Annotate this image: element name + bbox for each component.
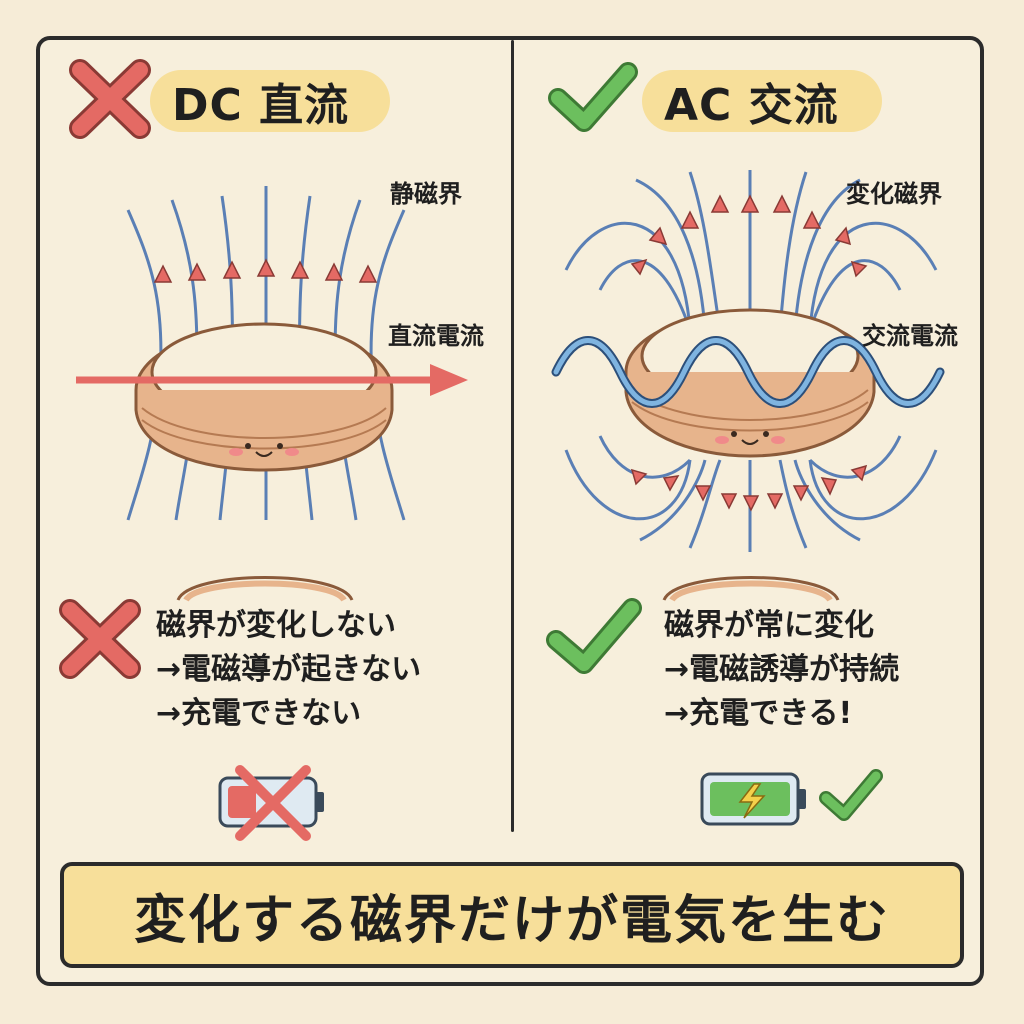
- ac-battery-check-icon: [819, 769, 883, 821]
- dc-note-line: 磁界が変化しない: [156, 608, 396, 643]
- dc-small-coil: [176, 576, 354, 603]
- dc-field-label: 静磁界: [390, 180, 462, 208]
- ac-note-check-icon: [546, 598, 642, 674]
- ac-current-wave: [551, 336, 945, 408]
- ac-small-coil: [662, 576, 840, 603]
- outer-frame: [36, 36, 984, 986]
- dc-battery-icon: [218, 765, 324, 841]
- dc-title: DC 直流: [150, 70, 390, 132]
- ac-field-arrows: [630, 194, 868, 512]
- ac-battery-icon: [700, 772, 806, 826]
- dc-notes: 磁界が変化しない →電磁導が起きない →充電できない: [156, 604, 421, 736]
- dc-current-arrow: [76, 364, 468, 396]
- dc-title-cross-icon: [69, 59, 151, 139]
- dc-current-label: 直流電流: [388, 322, 484, 350]
- ac-notes: 磁界が常に変化 →電磁誘導が持続 →充電できる!: [664, 604, 899, 736]
- ac-coil: [624, 308, 876, 458]
- bottom-banner: 変化する磁界だけが電気を生む: [60, 862, 964, 968]
- dc-coil: [134, 322, 394, 472]
- ac-note-line: →充電できる!: [664, 696, 853, 731]
- dc-note-line: →電磁導が起きない: [156, 652, 422, 687]
- ac-current-label: 交流電流: [862, 322, 958, 350]
- dc-note-line: →充電できない: [156, 696, 362, 731]
- dc-note-cross-icon: [59, 599, 141, 679]
- dc-field-arrows: [153, 258, 378, 283]
- ac-note-line: 磁界が常に変化: [664, 608, 874, 643]
- center-divider: [511, 40, 514, 832]
- ac-note-line: →電磁誘導が持続: [664, 652, 900, 687]
- ac-field-label: 変化磁界: [846, 180, 942, 208]
- ac-title: AC 交流: [642, 70, 882, 132]
- ac-title-check-icon: [548, 62, 638, 132]
